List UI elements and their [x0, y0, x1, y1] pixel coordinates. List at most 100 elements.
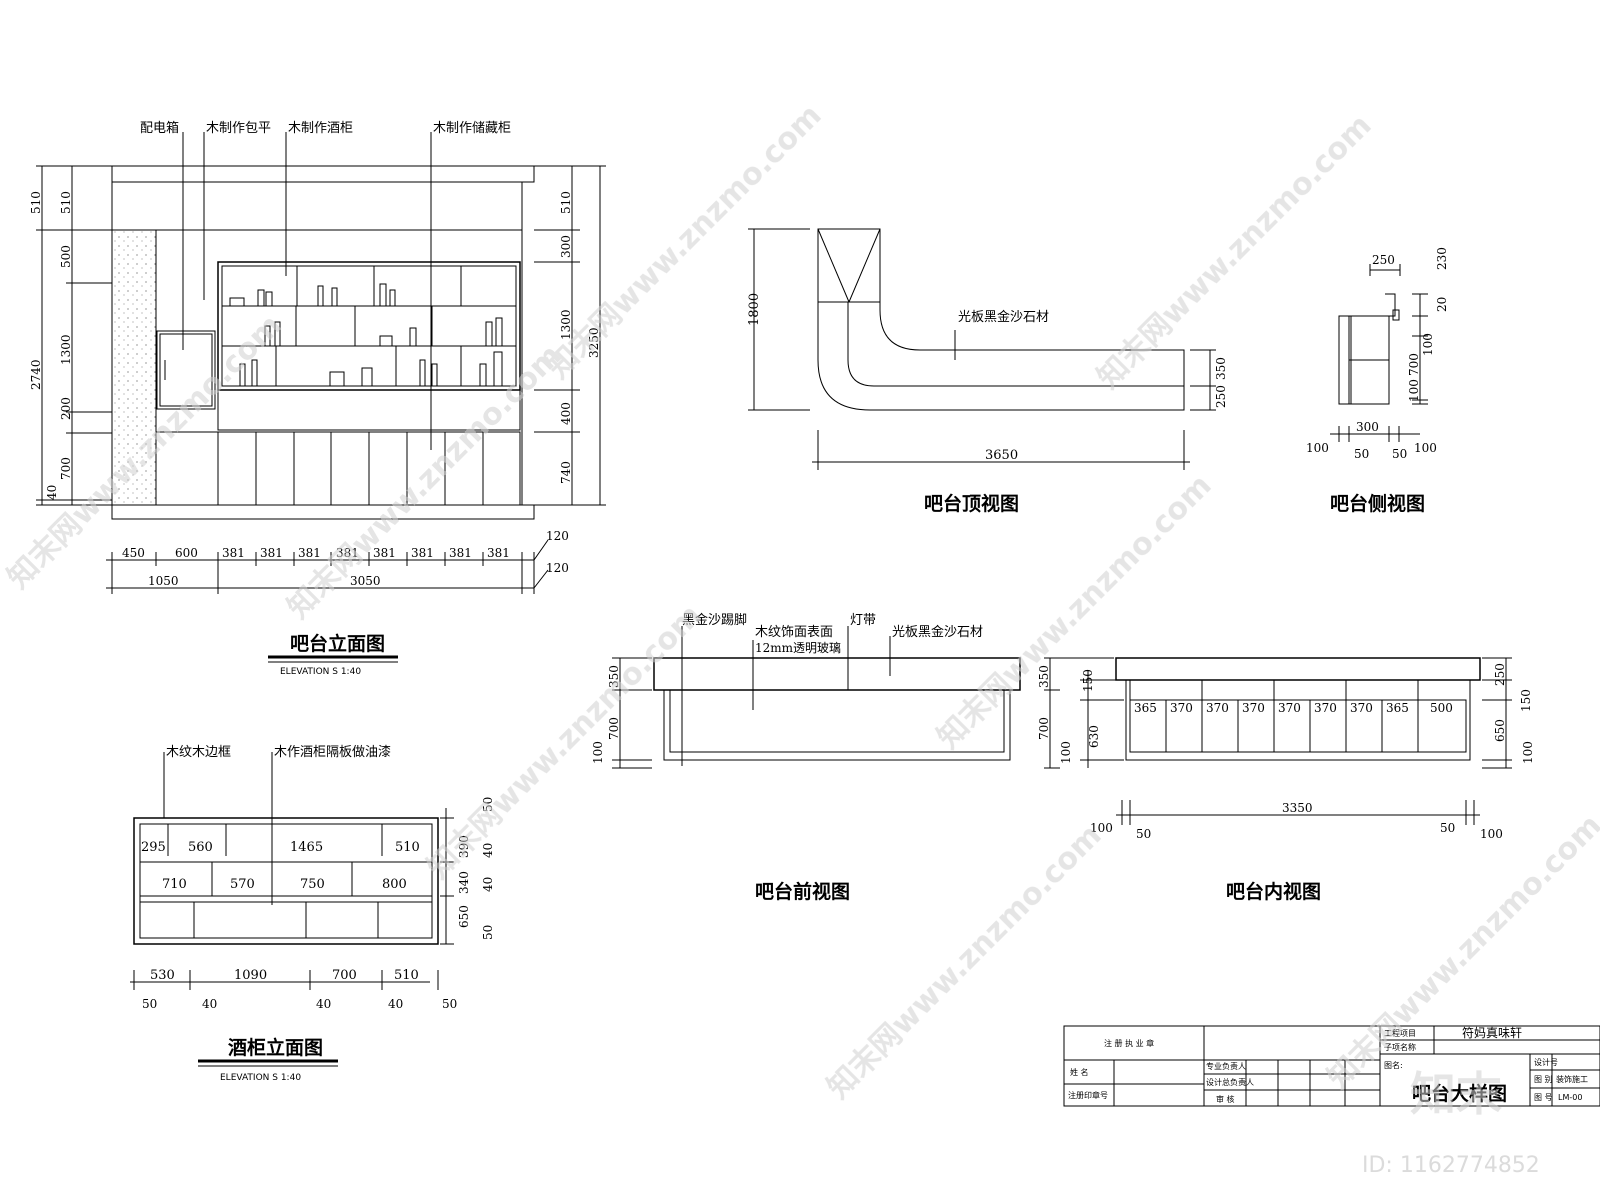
- inner-bottom-100r: 100: [1480, 827, 1503, 841]
- elev-right-dim-740: 740: [559, 461, 573, 484]
- inner-top-370-6: 370: [1350, 701, 1373, 715]
- front-dim-100: 100: [591, 741, 605, 764]
- inner-left-630: 630: [1087, 725, 1101, 748]
- wine-right-40b: 40: [481, 877, 495, 892]
- elev-bottom-381-8: 381: [487, 546, 510, 560]
- wine-cabinet-subtitle: ELEVATION S 1:40: [220, 1073, 301, 1083]
- side-dim-100b: 100: [1407, 379, 1421, 402]
- front-label-kick: 黑金沙踢脚: [682, 612, 747, 628]
- side-dim-300: 300: [1356, 420, 1379, 434]
- elev-bottom-381-5: 381: [373, 546, 396, 560]
- tb-number-value: LM-00: [1558, 1093, 1582, 1102]
- elevation-title: 吧台立面图: [290, 632, 385, 655]
- wine-right-340: 340: [457, 871, 471, 894]
- wine-row2-570: 570: [230, 877, 255, 892]
- inner-right-150: 150: [1519, 689, 1533, 712]
- tb-role-1: 专业负责人: [1206, 1061, 1246, 1071]
- inner-top-500: 500: [1430, 701, 1453, 715]
- watermark-text-7: 知末网www.znzmo.com: [1091, 108, 1379, 396]
- top-view-title: 吧台顶视图: [924, 492, 1019, 515]
- wine-bottom-1090: 1090: [234, 968, 267, 983]
- elev-bottom-381-7: 381: [449, 546, 472, 560]
- watermark-text-4: 知末网www.znzmo.com: [541, 98, 829, 386]
- top-view-width: 3650: [985, 448, 1018, 463]
- tb-project-value: 符妈真味轩: [1462, 1025, 1522, 1040]
- wine-row2-750: 750: [300, 877, 325, 892]
- inner-dim-700: 700: [1037, 717, 1051, 740]
- inner-view-title: 吧台内视图: [1226, 880, 1321, 903]
- top-view-r2: 250: [1214, 385, 1228, 408]
- wine-right-390: 390: [457, 835, 471, 858]
- watermark-text-3: 知末网www.znzmo.com: [421, 598, 709, 886]
- elev-right-dim-400: 400: [559, 402, 573, 425]
- bottle-icons: [229, 283, 503, 387]
- label-elec-box: 配电箱: [140, 120, 179, 136]
- wine-cabinet-elevation: 木纹木边框 木作酒柜隔板做油漆 295 560 1465 510 710 570…: [130, 744, 495, 1083]
- inner-bottom-50r: 50: [1440, 821, 1455, 835]
- elev-bottom-381-6: 381: [411, 546, 434, 560]
- wine-small-50a: 50: [142, 997, 157, 1011]
- inner-bottom-total: 3350: [1282, 801, 1313, 815]
- wine-small-40b: 40: [316, 997, 331, 1011]
- elev-bottom-total-3050: 3050: [350, 574, 381, 588]
- side-dim-b100r: 100: [1414, 441, 1437, 455]
- bar-elevation: 配电箱 木制作包平 木制作酒柜 木制作储藏柜 510 510 500 1300 …: [29, 120, 606, 677]
- front-view-title: 吧台前视图: [755, 880, 850, 903]
- elev-right-dim-300: 300: [559, 235, 573, 258]
- elev-side-120b: 120: [546, 561, 569, 575]
- front-dim-700: 700: [607, 717, 621, 740]
- front-label-light: 灯带: [850, 613, 876, 628]
- side-dim-b100l: 100: [1306, 441, 1329, 455]
- tb-role-3: 审 核: [1216, 1094, 1235, 1104]
- elev-left-dim-510a: 510: [29, 191, 43, 214]
- tb-project-label: 工程项目: [1384, 1029, 1416, 1038]
- label-wine-cabinet: 木制作酒柜: [288, 121, 353, 136]
- wine-label-frame: 木纹木边框: [166, 745, 231, 760]
- wine-bottom-530: 530: [150, 968, 175, 983]
- tb-seal-no: 注册印章号: [1068, 1090, 1108, 1100]
- elev-bottom-381-2: 381: [260, 546, 283, 560]
- side-dim-100a: 100: [1421, 333, 1435, 356]
- label-storage: 木制作储藏柜: [433, 121, 511, 136]
- title-block: 注 册 执 业 章 姓 名 注册印章号 专业负责人 设计总负责人 审 核 工程项…: [1063, 1025, 1600, 1107]
- front-dim-350: 350: [607, 665, 621, 688]
- top-view-material: 光板黑金沙石材: [958, 309, 1049, 325]
- elev-right-dim-1300: 1300: [559, 309, 573, 340]
- top-view-r1: 350: [1214, 357, 1228, 380]
- wine-right-40a: 40: [481, 843, 495, 858]
- side-dim-230: 230: [1435, 247, 1449, 270]
- wine-small-40c: 40: [388, 997, 403, 1011]
- inner-right-650: 650: [1493, 719, 1507, 742]
- elev-bottom-total-1050: 1050: [148, 574, 179, 588]
- bar-inner-view: 150 630 350 700 100 365 370 370 370 370 …: [1037, 657, 1535, 903]
- elev-bottom-381-3: 381: [298, 546, 321, 560]
- front-label-wood: 木纹饰面表面: [755, 625, 833, 640]
- tb-sub-label: 子项名称: [1384, 1042, 1416, 1052]
- inner-top-365b: 365: [1386, 701, 1409, 715]
- inner-dim-350: 350: [1037, 665, 1051, 688]
- watermark-id: ID: 1162774852: [1362, 1153, 1540, 1178]
- side-dim-250: 250: [1372, 253, 1395, 267]
- wine-row2-710: 710: [162, 877, 187, 892]
- bar-top-view: 光板黑金沙石材 1800 3650 350 250 吧台顶视图: [747, 228, 1228, 515]
- inner-bottom-50l: 50: [1136, 827, 1151, 841]
- elev-bottom-600: 600: [175, 546, 198, 560]
- front-label-glass: 12mm透明玻璃: [755, 641, 841, 655]
- tb-role-2: 设计总负责人: [1206, 1077, 1254, 1087]
- elev-side-120a: 120: [546, 529, 569, 543]
- tb-design-no-label: 设计号: [1534, 1057, 1558, 1067]
- side-dim-b50r: 50: [1392, 447, 1407, 461]
- wine-bottom-700: 700: [332, 968, 357, 983]
- tb-category-value: 装饰施工: [1556, 1074, 1588, 1084]
- bar-side-view: 250 230 20 100 700 100 300 100 50 50 100…: [1306, 247, 1449, 515]
- elev-left-dim-200: 200: [59, 397, 73, 420]
- inner-right-100: 100: [1521, 741, 1535, 764]
- wine-label-paint: 木作酒柜隔板做油漆: [274, 744, 391, 760]
- tb-drawing-name-label: 图名:: [1384, 1060, 1403, 1070]
- wine-row1-510: 510: [395, 840, 420, 855]
- wine-right-50a: 50: [481, 797, 495, 812]
- wine-cabinet-title: 酒柜立面图: [228, 1036, 323, 1059]
- side-dim-20: 20: [1435, 297, 1449, 312]
